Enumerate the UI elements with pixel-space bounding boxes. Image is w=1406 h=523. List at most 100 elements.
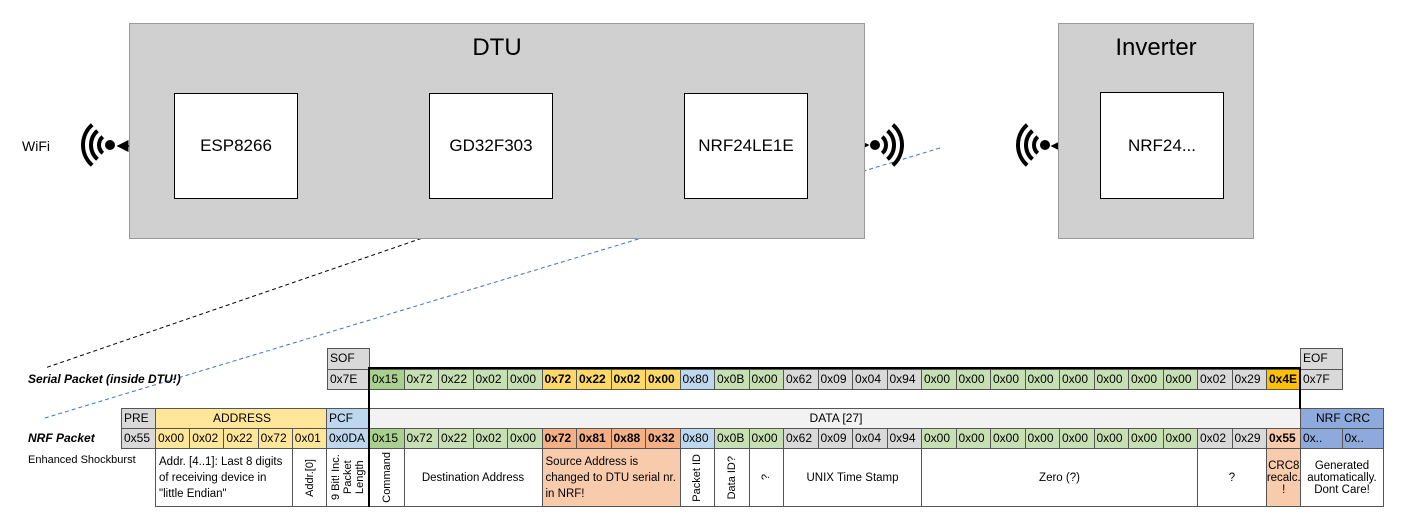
serial-byte: 0x22 <box>438 369 474 390</box>
crc-byte: 0x.. <box>1341 428 1384 449</box>
wifi-icon <box>81 123 115 167</box>
serial-byte: 0x04 <box>852 369 888 390</box>
crc-note-text: Generated automatically. Dont Care! <box>1307 459 1377 496</box>
nrf-byte: 0x32 <box>645 428 681 449</box>
serial-byte: 0x0B <box>714 369 750 390</box>
data-field-note-text: Command <box>380 452 393 503</box>
data-header: DATA [27] <box>369 408 1301 429</box>
nrf-byte: 0x29 <box>1231 428 1267 449</box>
serial-row-label: Serial Packet (inside DTU!) <box>28 372 181 386</box>
crc-note: Generated automatically. Dont Care! <box>1300 448 1384 507</box>
nrf-byte: 0x00 <box>1059 428 1095 449</box>
address-note-text: Addr. [4..1]: Last 8 digits of receiving… <box>159 455 283 500</box>
gd32-chip: GD32F303 <box>429 93 553 199</box>
nrf24le1e-chip: NRF24LE1E <box>684 93 808 199</box>
serial-byte: 0x00 <box>1024 369 1060 390</box>
nrf-byte: 0x00 <box>748 428 784 449</box>
pcf-note: 9 Bit! Inc. Packet Length <box>326 448 370 507</box>
antenna-icon <box>1016 123 1050 167</box>
eof-header: EOF <box>1300 348 1343 370</box>
serial-byte: 0x00 <box>645 369 681 390</box>
pcf-header: PCF <box>326 408 370 429</box>
serial-byte: 0x02 <box>472 369 508 390</box>
data-field-note: ? <box>1197 448 1267 507</box>
nrf-byte: 0x15 <box>369 428 405 449</box>
serial-byte: 0x09 <box>817 369 853 390</box>
address-zero-note-text: Addr.[0] <box>303 458 316 497</box>
nrf-byte: 0x04 <box>852 428 888 449</box>
data-field-note: Packet ID <box>679 448 715 507</box>
address-byte: 0x01 <box>291 428 327 449</box>
nrf-byte: 0x72 <box>403 428 439 449</box>
serial-byte: 0x00 <box>748 369 784 390</box>
address-byte: 0x72 <box>257 428 293 449</box>
nrf-byte: 0x72 <box>541 428 577 449</box>
sof-value: 0x7E <box>327 369 370 390</box>
pre-header: PRE <box>121 408 156 429</box>
data-field-note: Destination Address <box>403 448 543 507</box>
address-byte: 0x00 <box>155 428 191 449</box>
nrf-byte: 0x00 <box>1024 428 1060 449</box>
serial-byte: 0x00 <box>1128 369 1164 390</box>
nrf-byte: 0x81 <box>576 428 612 449</box>
data-field-note: Command <box>369 448 405 507</box>
data-field-note: UNIX Time Stamp <box>783 448 922 507</box>
serial-byte: 0x00 <box>507 369 543 390</box>
serial-byte: 0x00 <box>1162 369 1198 390</box>
serial-byte: 0x29 <box>1231 369 1267 390</box>
nrf-byte: 0x0B <box>714 428 750 449</box>
nrf-byte: 0x00 <box>1162 428 1198 449</box>
dtu-title: DTU <box>472 34 522 61</box>
data-field-note: ? <box>748 448 784 507</box>
nrf-byte: 0x00 <box>955 428 991 449</box>
inverter-title: Inverter <box>1115 34 1197 61</box>
nrf-byte: 0x22 <box>438 428 474 449</box>
nrf-byte: 0x80 <box>679 428 715 449</box>
data-field-note-text: Data ID? <box>725 455 738 500</box>
wifi-label: WiFi <box>22 138 50 154</box>
pcf-note-text: 9 Bit! Inc. Packet Length <box>330 454 366 501</box>
address-byte: 0x02 <box>189 428 225 449</box>
frame-left-line <box>368 367 370 507</box>
nrf-byte: 0x94 <box>886 428 922 449</box>
address-header: ADDRESS <box>155 408 327 429</box>
data-field-note: CRC8 recalc. ! <box>1266 448 1302 507</box>
crc-byte: 0x.. <box>1300 428 1343 449</box>
nrf-byte: 0x00 <box>1128 428 1164 449</box>
nrf-byte: 0x00 <box>921 428 957 449</box>
serial-byte: 0x00 <box>921 369 957 390</box>
nrf-byte: 0x88 <box>610 428 646 449</box>
data-field-note-text: Source Address is changed to DTU serial … <box>545 455 676 500</box>
data-field-note-text: ? <box>760 474 773 481</box>
serial-byte: 0x02 <box>610 369 646 390</box>
data-field-note: Source Address is changed to DTU serial … <box>541 448 681 507</box>
nrf-byte: 0x09 <box>817 428 853 449</box>
serial-byte: 0x15 <box>369 369 405 390</box>
serial-byte: 0x72 <box>541 369 577 390</box>
address-byte: 0x22 <box>223 428 259 449</box>
serial-byte: 0x00 <box>990 369 1026 390</box>
crc-header: NRF CRC <box>1300 408 1384 429</box>
antenna-icon <box>870 123 904 167</box>
nrf-byte: 0x55 <box>1266 428 1302 449</box>
pre-value: 0x55 <box>121 428 156 449</box>
serial-byte: 0x80 <box>679 369 715 390</box>
serial-byte: 0x02 <box>1197 369 1233 390</box>
data-field-note-text: UNIX Time Stamp <box>806 471 899 484</box>
nrf-sub-label: Enhanced Shockburst <box>28 454 136 466</box>
nrf-byte: 0x62 <box>783 428 819 449</box>
nrf-row-label: NRF Packet <box>28 431 95 445</box>
serial-byte: 0x72 <box>403 369 439 390</box>
frame-right-line <box>1299 367 1301 409</box>
address-note: Addr. [4..1]: Last 8 digits of receiving… <box>155 448 293 507</box>
serial-byte: 0x00 <box>1059 369 1095 390</box>
serial-byte: 0x00 <box>955 369 991 390</box>
data-field-note: Zero (?) <box>921 448 1198 507</box>
data-field-note-text: ? <box>1228 471 1236 484</box>
nrf-byte: 0x00 <box>990 428 1026 449</box>
address-zero-note: Addr.[0] <box>292 448 327 507</box>
data-field-note-text: Zero (?) <box>1039 471 1080 484</box>
serial-byte: 0x62 <box>783 369 819 390</box>
nrf-byte: 0x00 <box>507 428 543 449</box>
inverter-nrf-chip: NRF24... <box>1100 92 1224 199</box>
